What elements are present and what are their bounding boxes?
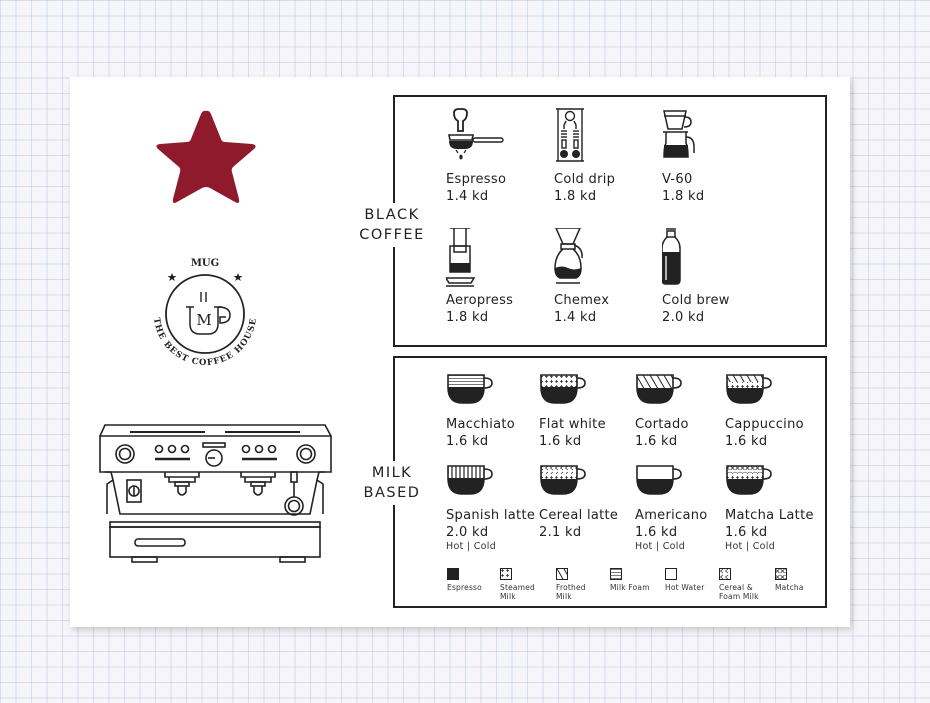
menu-item-cappuccino[interactable]: Cappuccino 1.6 kd (725, 374, 821, 450)
ingredient-legend: Espresso Steamed Milk Frothed Milk Milk … (447, 568, 827, 602)
menu-item-flat-white[interactable]: Flat white 1.6 kd (539, 374, 635, 450)
cold-brew-bottle-icon (662, 228, 681, 285)
legend-cereal-foam-milk: Cereal & Foam Milk (719, 568, 779, 601)
frothed-milk-swatch-icon (556, 568, 568, 580)
spanish-latte-cup-icon (447, 465, 493, 495)
matcha-swatch-icon (775, 568, 787, 580)
v60-dripper-icon (663, 110, 695, 158)
cereal-latte-cup-icon (540, 465, 586, 495)
espresso-machine-illustration (99, 424, 332, 563)
menu-item-cold-drip[interactable]: Cold drip 1.8 kd (554, 107, 664, 205)
legend-frothed-milk: Frothed Milk (556, 568, 616, 601)
star-icon (156, 110, 256, 203)
svg-text:MUG: MUG (191, 258, 219, 269)
menu-item-chemex[interactable]: Chemex 1.4 kd (554, 228, 664, 326)
americano-cup-icon (636, 465, 682, 495)
menu-item-spanish-latte[interactable]: Spanish latte 2.0 kd Hot | Cold (446, 465, 542, 553)
macchiato-cup-icon (447, 374, 493, 404)
menu-item-v60[interactable]: V-60 1.8 kd (662, 107, 772, 205)
legend-hot-water: Hot Water (665, 568, 725, 592)
mug-logo: MUG THE BEST COFFEE HOUSE M (140, 252, 270, 372)
milk-based-section: MILK BASED (359, 356, 827, 608)
svg-text:M: M (196, 311, 211, 329)
black-coffee-section: BLACK COFFEE Espresso 1.4 kd (357, 95, 827, 347)
legend-espresso: Espresso (447, 568, 507, 592)
menu-item-aeropress[interactable]: Aeropress 1.8 kd (446, 228, 556, 326)
espresso-swatch-icon (447, 568, 459, 580)
menu-item-americano[interactable]: Americano 1.6 kd Hot | Cold (635, 465, 731, 553)
legend-milk-foam: Milk Foam (610, 568, 670, 592)
menu-item-matcha-latte[interactable]: Matcha Latte 1.6 kd Hot | Cold (725, 465, 821, 553)
milk-foam-swatch-icon (610, 568, 622, 580)
menu-item-macchiato[interactable]: Macchiato 1.6 kd (446, 374, 542, 450)
cereal-foam-swatch-icon (719, 568, 731, 580)
cortado-cup-icon (636, 374, 682, 404)
menu-item-espresso[interactable]: Espresso 1.4 kd (446, 107, 556, 205)
matcha-latte-cup-icon (726, 465, 772, 495)
espresso-portafilter-icon (448, 108, 504, 160)
steamed-milk-swatch-icon (500, 568, 512, 580)
chemex-icon (554, 228, 583, 284)
legend-steamed-milk: Steamed Milk (500, 568, 560, 601)
flat-white-cup-icon (540, 374, 586, 404)
milk-based-label: MILK BASED (359, 461, 425, 505)
black-coffee-label: BLACK COFFEE (357, 203, 427, 247)
menu-item-cold-brew[interactable]: Cold brew 2.0 kd (662, 228, 772, 326)
cappuccino-cup-icon (726, 374, 772, 404)
menu-item-cortado[interactable]: Cortado 1.6 kd (635, 374, 731, 450)
logo-emblem-icon: MUG THE BEST COFFEE HOUSE M (151, 258, 258, 368)
menu-card: MUG THE BEST COFFEE HOUSE M (70, 77, 850, 627)
cold-drip-tower-icon (556, 108, 584, 162)
legend-matcha: Matcha (775, 568, 835, 592)
menu-item-cereal-latte[interactable]: Cereal latte 2.1 kd (539, 465, 635, 541)
hot-water-swatch-icon (665, 568, 677, 580)
aeropress-icon (446, 228, 476, 287)
